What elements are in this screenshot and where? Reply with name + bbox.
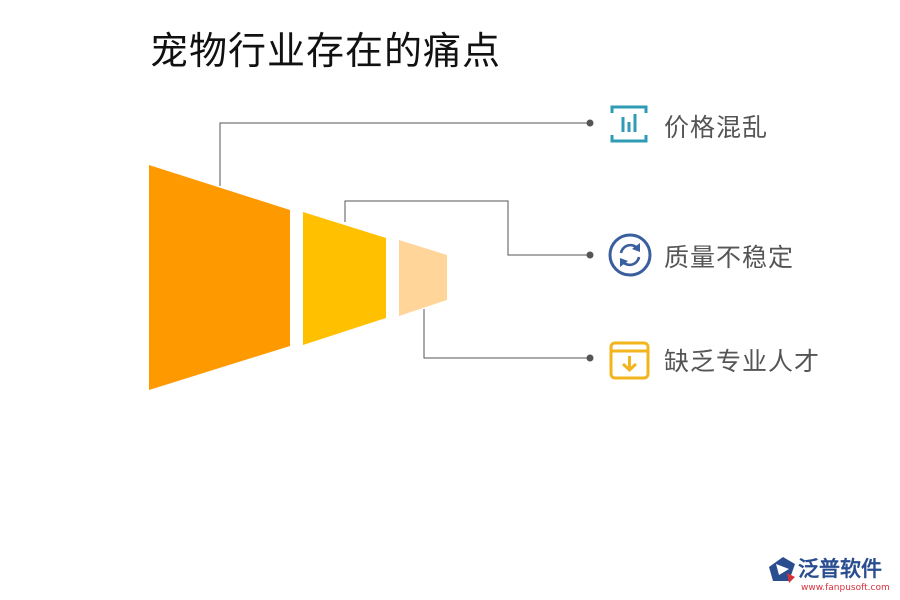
connector-line-3 xyxy=(423,309,590,359)
connector-dot-3 xyxy=(586,354,594,362)
connector-dot-2 xyxy=(586,251,594,259)
brand-logo: 泛普软件 www.fanpusoft.com xyxy=(765,553,895,599)
item-label-2: 质量不稳定 xyxy=(664,243,795,272)
brand-url: www.fanpusoft.com xyxy=(801,583,890,593)
item-label-1: 价格混乱 xyxy=(664,113,769,142)
funnel-segment-3 xyxy=(399,240,447,316)
download-box-icon xyxy=(609,341,650,380)
funnel-segment-2 xyxy=(303,212,386,345)
item-label-3: 缺乏专业人才 xyxy=(664,347,821,376)
page-title: 宠物行业存在的痛点 xyxy=(150,29,502,73)
connector-line-1 xyxy=(219,122,590,186)
funnel-segment-1 xyxy=(149,165,290,390)
brand-logo-icon xyxy=(769,557,795,583)
refresh-icon xyxy=(608,233,652,277)
connector-dot-1 xyxy=(586,119,594,127)
connector-line-2 xyxy=(344,200,590,256)
bar-chart-icon xyxy=(610,105,648,143)
brand-name: 泛普软件 xyxy=(798,557,882,581)
